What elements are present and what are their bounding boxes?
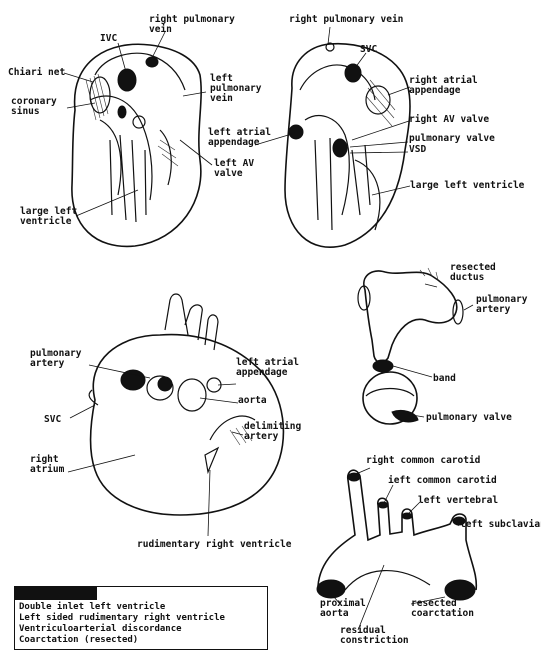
heart-right-view xyxy=(285,43,410,247)
label-svc-b: SVC xyxy=(360,44,377,55)
label-left-subclavian: left subclavian xyxy=(460,519,541,530)
label-ivc: IVC xyxy=(100,33,117,44)
legend-item: Double inlet left ventricle xyxy=(19,602,225,613)
heart-left-view xyxy=(72,44,201,246)
label-aorta-c: aorta xyxy=(238,395,267,406)
legend-item: Left sided rudimentary right ventricle xyxy=(19,613,225,624)
label-pulmonary-valve-b: pulmonary valve xyxy=(409,133,495,144)
legend-list: Double inlet left ventricle Left sided r… xyxy=(19,602,225,646)
pulmonary-artery-specimen xyxy=(358,268,463,424)
legend-header-bar xyxy=(15,587,97,600)
aortic-arch-specimen xyxy=(317,470,476,600)
label-left-common-carotid: ieft common carotid xyxy=(388,475,497,486)
label-svc-c: SVC xyxy=(44,414,61,425)
label-left-vertebral: left vertebral xyxy=(418,495,498,506)
legend-item: Coarctation (resected) xyxy=(19,635,225,646)
label-chiari-net: Chiari net xyxy=(8,67,65,78)
legend-item: Ventriculoarterial discordance xyxy=(19,624,225,635)
label-band: band xyxy=(433,373,456,384)
label-right-av-valve: right AV valve xyxy=(409,114,489,125)
label-right-common-carotid: right common carotid xyxy=(366,455,481,466)
label-large-left-ventricle-b: large left ventricle xyxy=(410,180,525,191)
label-pulmonary-valve-d: pulmonary valve xyxy=(426,412,512,423)
label-rudimentary-right-ventricle: rudimentary right ventricle xyxy=(137,539,292,550)
label-right-pulmonary-vein-b: right pulmonary vein xyxy=(289,14,403,25)
legend-box: Double inlet left ventricle Left sided r… xyxy=(14,586,268,650)
label-vsd: VSD xyxy=(409,144,426,155)
